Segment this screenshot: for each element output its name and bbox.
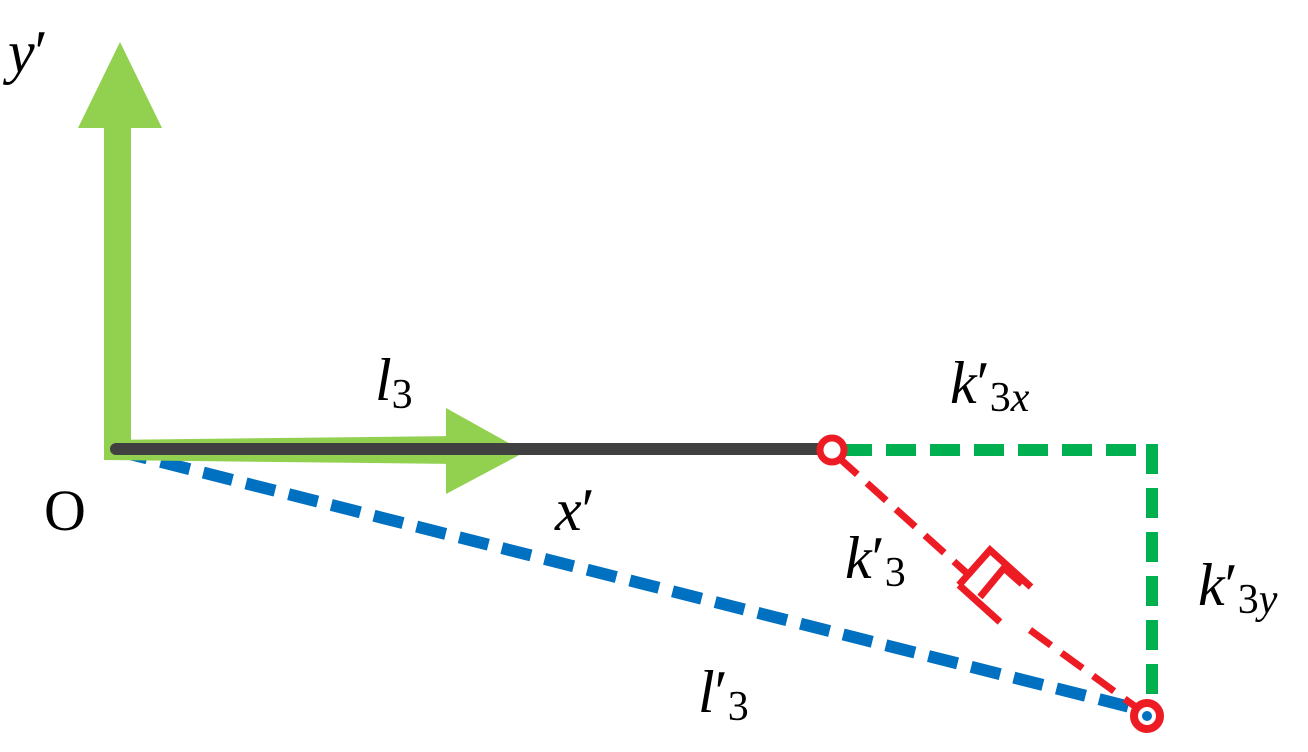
y-axis-arrow bbox=[78, 42, 162, 454]
virtual-link-line bbox=[116, 445, 1132, 713]
link-length-label: l3 bbox=[375, 347, 413, 418]
spring-label: k′3 bbox=[845, 525, 906, 596]
x-axis-label: x′ bbox=[554, 477, 595, 543]
joint-circle-upper bbox=[816, 434, 848, 466]
damper-icon bbox=[956, 545, 1034, 625]
origin-label: O bbox=[44, 478, 86, 543]
spring-x-label: k′3x bbox=[950, 350, 1030, 421]
y-axis-label: y′ bbox=[2, 19, 48, 85]
spring-y-label: k′3y bbox=[1198, 552, 1278, 623]
joint-center-dot bbox=[1142, 711, 1152, 721]
spring-damper bbox=[835, 454, 1143, 713]
virtual-length-label: l′3 bbox=[698, 659, 749, 730]
